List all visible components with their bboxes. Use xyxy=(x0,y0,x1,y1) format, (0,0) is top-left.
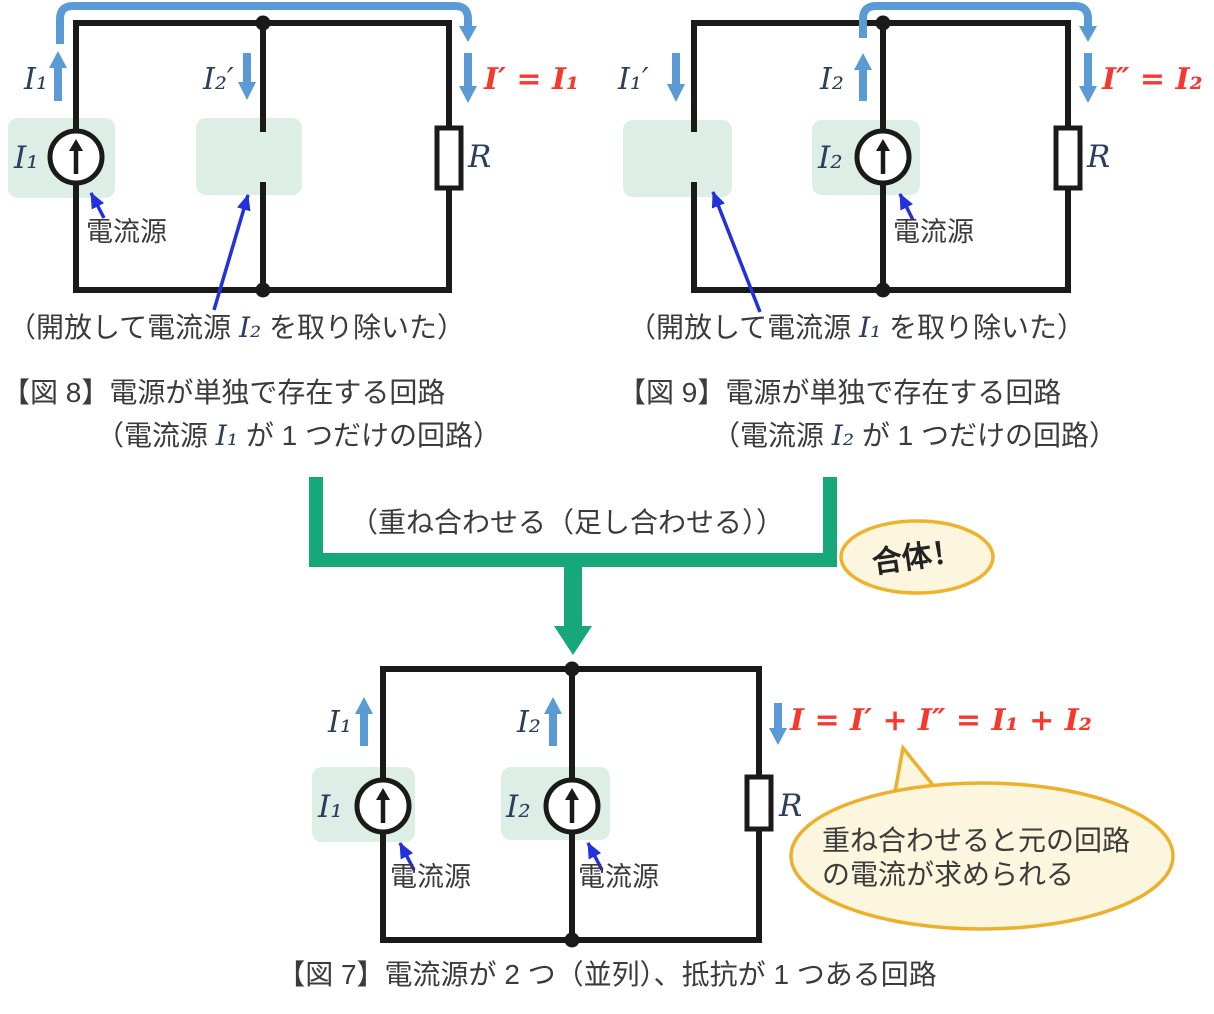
fig9-resistor-label: R xyxy=(1087,139,1111,175)
fig8-caption-title: 【図 8】電源が単独で存在する回路 xyxy=(2,377,446,408)
fig8-i1-arrow-label: I₁ xyxy=(24,62,48,97)
fig9-circuit xyxy=(623,2,1097,313)
guide-arrow-head xyxy=(1079,26,1097,42)
fig7-source2-name-label: 電流源 xyxy=(578,862,659,892)
caption-math: I₁ xyxy=(215,419,239,452)
fig8-open-note: （開放して電流源 I₂ を取り除いた） xyxy=(8,311,465,345)
resistor-symbol xyxy=(744,774,774,832)
current-flow-guide-path xyxy=(859,2,1092,38)
node-dot xyxy=(255,15,271,31)
resistor-symbol xyxy=(1053,125,1083,191)
output-arrow-head xyxy=(459,86,477,103)
fig7-caption: 【図 7】電流源が 2 つ（並列）、抵抗が 1 つある回路 xyxy=(277,959,937,990)
fig9-open-gap-highlight xyxy=(623,120,732,197)
pointer-to-source2-arrow xyxy=(586,842,604,871)
fig8-resistor-label: R xyxy=(468,139,492,175)
fig7-source2-value-label: I₂ xyxy=(506,789,531,825)
fig9-caption-title: 【図 9】電源が単独で存在する回路 xyxy=(618,377,1062,408)
i2-arrow-head xyxy=(238,82,256,100)
fig9-output-current-label: I″ = I₂ xyxy=(1102,62,1203,97)
fig8-current-arrows xyxy=(49,2,477,103)
fig7-i1-arrow-label: I₁ xyxy=(328,705,352,740)
current-flow-guide-path xyxy=(56,2,472,44)
node-dot xyxy=(255,282,271,298)
fig7-resistor-label: R xyxy=(779,788,803,824)
merge-bracket xyxy=(309,477,995,655)
node-dot xyxy=(875,282,891,298)
fig8-source-name-label: 電流源 xyxy=(86,217,167,247)
bubble-body xyxy=(789,781,1175,931)
merge-badge-ellipse xyxy=(839,519,995,595)
fig9-source-value-label: I₂ xyxy=(818,140,843,176)
fig7-i2-arrow-label: I₂ xyxy=(517,705,541,740)
pointer-to-source-arrow xyxy=(898,193,915,221)
fig9-open-note: （開放して電流源 I₁ を取り除いた） xyxy=(628,311,1085,345)
guide-arrow-head xyxy=(459,26,477,42)
fig9-i1-branch-label: I₁′ xyxy=(618,62,649,97)
pointer-to-source-arrow xyxy=(89,192,106,219)
source-arrow-head xyxy=(69,139,83,151)
merge-arrow-head xyxy=(554,626,592,655)
fig8-source-value-label: I₁ xyxy=(14,140,39,176)
fig8-caption-subtitle: （電流源 I₁ が 1 つだけの回路） xyxy=(96,419,501,453)
source-arrow-head xyxy=(876,139,890,151)
fig7-output-current-label: I = I′ + I″ = I₁ + I₂ xyxy=(790,703,1092,738)
source-arrow-head xyxy=(565,788,579,800)
merge-bracket-label: （重ね合わせる（足し合わせる）） xyxy=(350,507,785,538)
caption-text: を取り除いた） xyxy=(881,312,1086,343)
bubble-text-line2: の電流が求められる xyxy=(822,859,1075,890)
fig9-i2-arrow-label: I₂ xyxy=(820,62,844,97)
fig9-caption-subtitle: （電流源 I₂ が 1 つだけの回路） xyxy=(712,419,1117,453)
fig7-circuit xyxy=(312,661,1175,948)
caption-text: を取り除いた） xyxy=(261,312,466,343)
fig8-annotation-arrows xyxy=(89,192,251,311)
caption-math: I₂ xyxy=(831,419,855,452)
total-current-arrow-head xyxy=(769,728,787,745)
fig7-source1-value-label: I₁ xyxy=(318,789,343,825)
fig8-i2-branch-label: I₂′ xyxy=(203,62,234,97)
fig9-source-name-label: 電流源 xyxy=(893,217,974,247)
i1-arrow-head xyxy=(49,51,67,68)
pointer-to-source1-arrow xyxy=(398,842,416,871)
fig8-output-current-label: I′ = I₁ xyxy=(484,62,580,97)
i1-arrow-head xyxy=(667,84,685,102)
fig7-current-arrows xyxy=(355,697,787,746)
fig7-source1-name-label: 電流源 xyxy=(390,862,471,892)
pointer-to-open-gap-arrow xyxy=(711,191,762,313)
i1-arrow-head xyxy=(355,697,373,714)
caption-text: （開放して電流源 xyxy=(628,312,859,343)
fig7-annotation-arrows xyxy=(398,842,604,871)
pointer-to-open-gap-arrow xyxy=(212,194,251,311)
resistor-symbol xyxy=(434,125,464,191)
fig9-current-arrows xyxy=(667,2,1097,103)
node-dot xyxy=(564,932,580,948)
caption-text: が 1 つだけの回路） xyxy=(238,420,501,451)
i2-arrow-head xyxy=(544,697,562,714)
node-dot xyxy=(564,661,580,677)
caption-text: （電流源 xyxy=(96,420,216,451)
bubble-text-line1: 重ね合わせると元の回路 xyxy=(822,825,1131,856)
fig9-annotation-arrows xyxy=(711,191,915,313)
caption-math: I₁ xyxy=(858,311,882,344)
node-dot xyxy=(875,15,891,31)
caption-text: （電流源 xyxy=(712,420,832,451)
caption-math: I₂ xyxy=(238,311,262,344)
caption-text: が 1 つだけの回路） xyxy=(854,420,1117,451)
caption-text: （開放して電流源 xyxy=(8,312,239,343)
fig8-circuit xyxy=(8,2,477,311)
i2-arrow-head xyxy=(854,53,872,70)
fig8-open-gap-highlight xyxy=(196,118,302,195)
output-arrow-head xyxy=(1079,86,1097,103)
result-speech-bubble xyxy=(789,743,1175,931)
source-arrow-head xyxy=(376,788,390,800)
